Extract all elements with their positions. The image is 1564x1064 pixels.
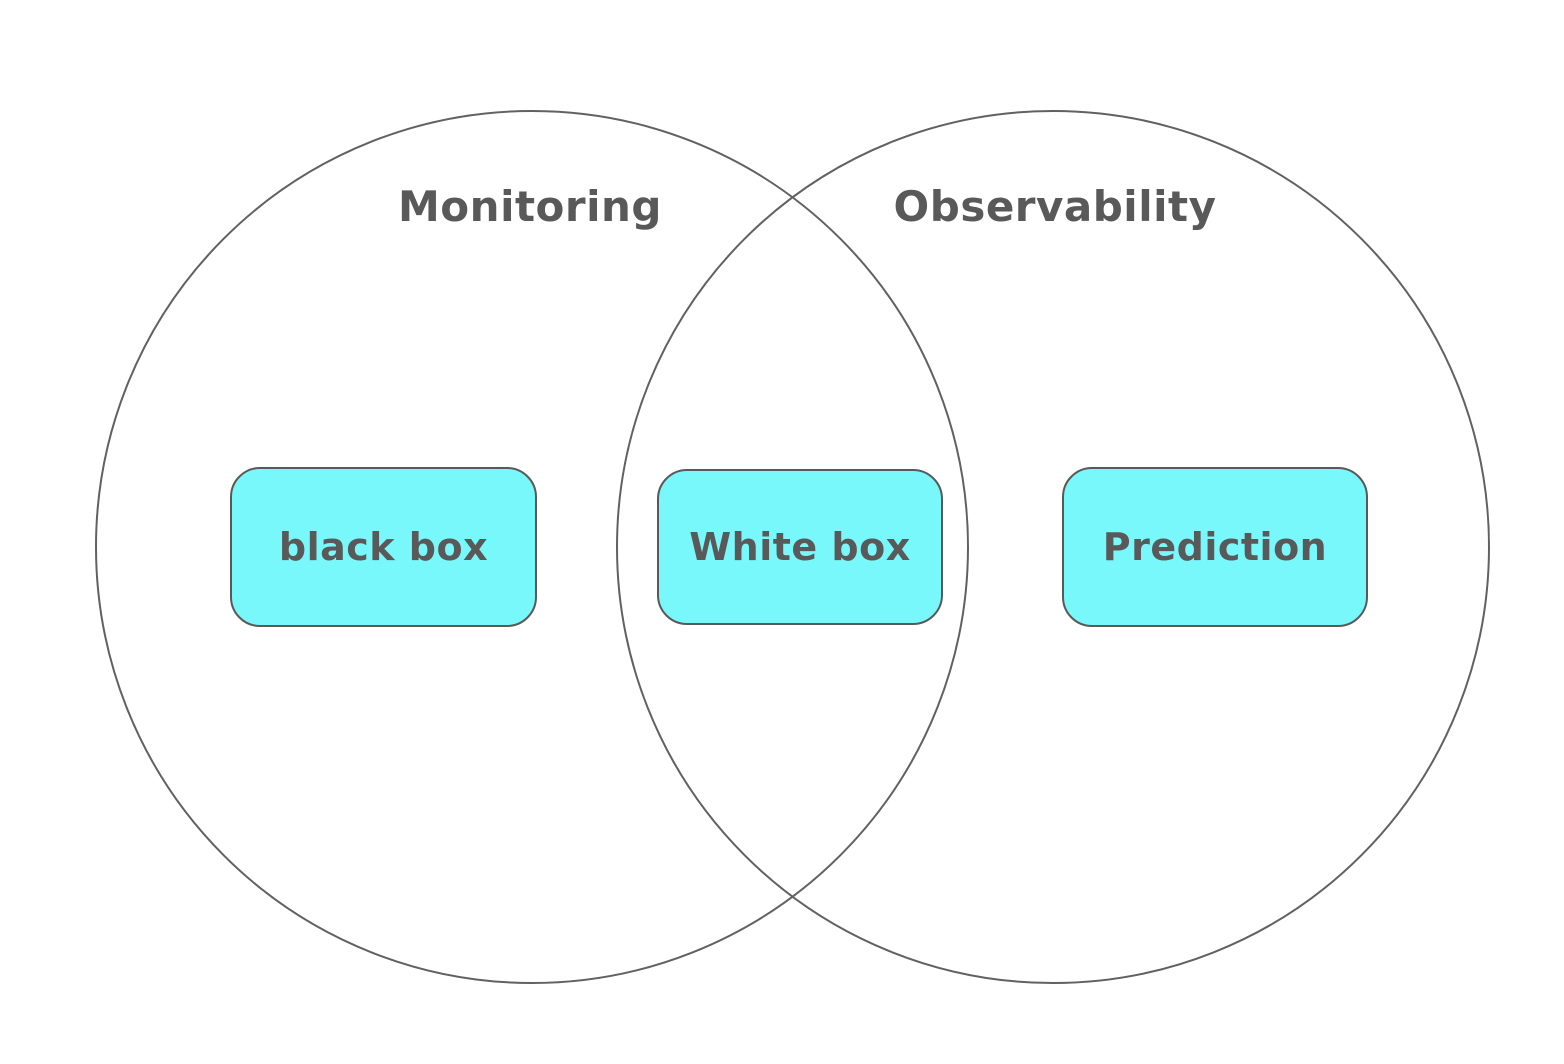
set-label-observability: Observability [893, 182, 1217, 231]
set-label-monitoring: Monitoring [398, 182, 662, 231]
node-white-box: White box [657, 469, 943, 625]
node-black-box: black box [230, 467, 537, 627]
venn-circle-observability [616, 110, 1490, 984]
node-prediction: Prediction [1062, 467, 1368, 627]
